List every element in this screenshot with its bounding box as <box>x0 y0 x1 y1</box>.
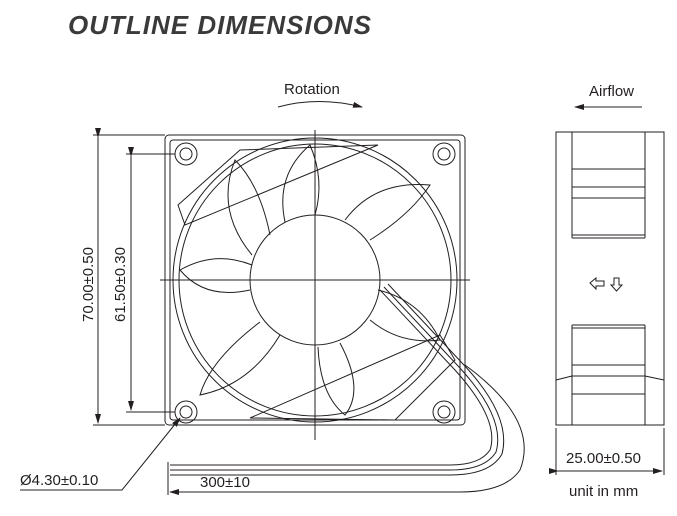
rotation-down-arrow-icon <box>609 277 624 292</box>
airflow-label: Airflow <box>589 83 635 100</box>
hole-diameter-label: Ø4.30±0.10 <box>20 472 99 489</box>
lead-wires <box>170 283 505 476</box>
page-title: OUTLINE DIMENSIONS <box>68 10 373 40</box>
unit-note: unit in mm <box>569 483 639 500</box>
rotation-label: Rotation <box>284 81 340 98</box>
hole-pitch-label: 61.50±0.30 <box>112 247 129 322</box>
fan-side-view <box>549 104 665 475</box>
fan-front-view <box>160 130 505 476</box>
fan-blades <box>177 144 456 421</box>
lead-length-label: 300±10 <box>200 474 250 491</box>
outer-dimension-label: 70.00±0.50 <box>80 247 97 322</box>
rotation-arrow <box>277 101 363 108</box>
thickness-label: 25.00±0.50 <box>566 450 641 467</box>
dimension-lines <box>20 128 525 495</box>
airflow-arrow-icon <box>589 276 605 291</box>
